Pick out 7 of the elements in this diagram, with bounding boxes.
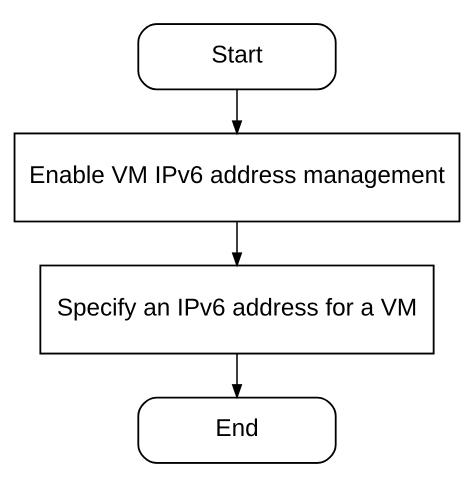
node-box: Start — [137, 22, 337, 90]
arrow — [232, 89, 242, 136]
node-box: Specify an IPv6 address for a VM — [39, 264, 435, 354]
node-box: Enable VM IPv6 address management — [14, 132, 460, 222]
node-box: End — [137, 396, 337, 464]
arrow — [232, 354, 242, 399]
arrow — [232, 221, 242, 268]
